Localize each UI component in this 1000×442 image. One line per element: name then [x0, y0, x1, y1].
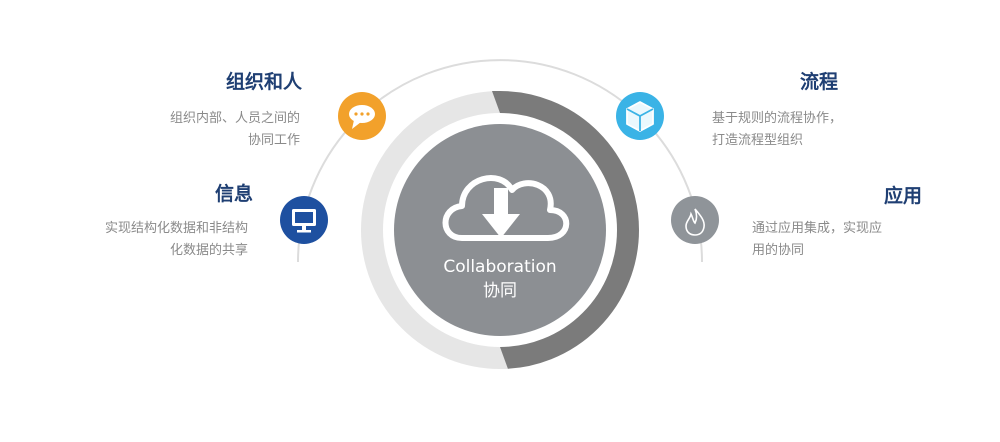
item-desc-line: 化数据的共享 — [169, 243, 248, 258]
item-organization: 组织和人 — [120, 70, 302, 94]
center-label-en: Collaboration — [443, 257, 557, 277]
item-desc-line: 组织内部、人员之间的 — [169, 111, 300, 126]
ring-light-half — [361, 91, 501, 369]
cloud-download-icon — [442, 175, 570, 241]
gray-circle — [671, 196, 719, 244]
item-information-desc: 实现结构化数据和非结构 化数据的共享 — [40, 218, 248, 262]
item-process-desc: 基于规则的流程协作， 打造流程型组织 — [712, 108, 912, 152]
item-desc-line: 通过应用集成，实现应 — [752, 221, 883, 236]
item-title: 应用 — [884, 185, 923, 207]
item-process: 流程 — [800, 70, 920, 94]
ring-dark-half — [499, 91, 639, 369]
item-organization-desc: 组织内部、人员之间的 协同工作 — [100, 108, 300, 152]
item-desc-line: 用的协同 — [752, 243, 805, 258]
item-desc-line: 实现结构化数据和非结构 — [104, 221, 248, 236]
flame-icon — [685, 208, 705, 236]
item-title: 组织和人 — [225, 71, 302, 93]
item-information: 信息 — [120, 182, 253, 206]
item-desc-line: 基于规则的流程协作， — [712, 111, 843, 126]
item-desc-line: 打造流程型组织 — [712, 133, 804, 148]
item-title: 信息 — [214, 183, 253, 205]
item-desc-line: 协同工作 — [247, 133, 300, 148]
ring-cap-top — [492, 91, 500, 113]
item-title: 流程 — [800, 71, 839, 93]
ring-cap-bottom — [500, 347, 508, 369]
outer-arc — [297, 59, 703, 263]
item-application-desc: 通过应用集成，实现应 用的协同 — [752, 218, 952, 262]
cube-icon — [626, 101, 654, 132]
center-label-cn: 协同 — [483, 281, 517, 301]
download-arrow — [482, 188, 520, 238]
monitor-icon — [292, 209, 316, 233]
item-application: 应用 — [884, 184, 964, 208]
